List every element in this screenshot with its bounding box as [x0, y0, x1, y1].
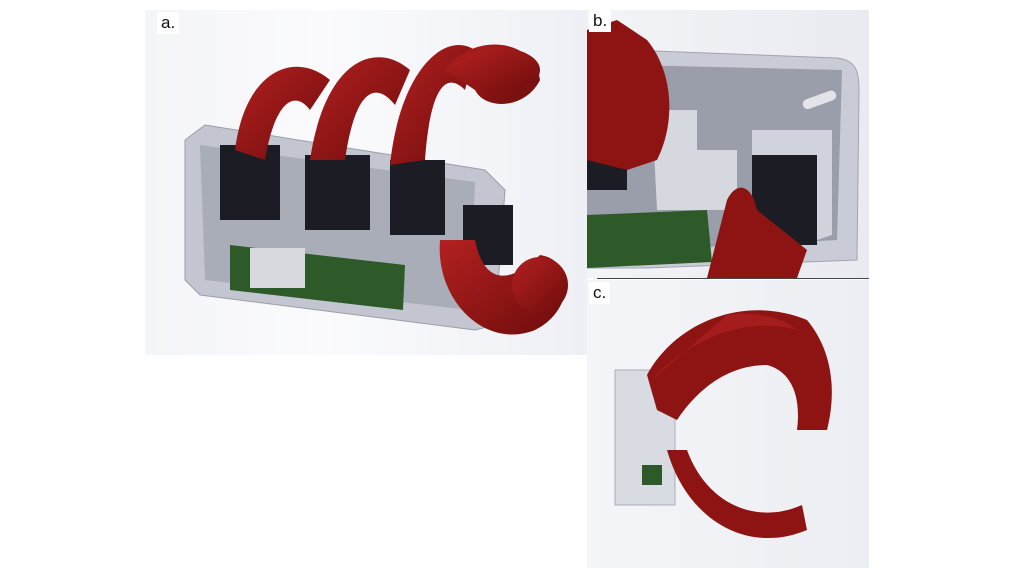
panel-label-c: c. [589, 282, 611, 304]
connector [250, 248, 305, 288]
panel-a-gripper-overview: a. [145, 10, 587, 355]
gripper-render-b [587, 20, 860, 278]
servo-1 [220, 145, 280, 220]
servo-2 [305, 155, 370, 230]
panel-b-housing-detail: b. [587, 10, 869, 278]
fingers [587, 20, 807, 278]
pcb-board [642, 465, 662, 485]
panel-label-b: b. [589, 10, 612, 32]
servo-3 [390, 160, 445, 235]
fingers [647, 310, 832, 539]
gripper-render-a [184, 44, 568, 335]
panel-divider [597, 278, 869, 279]
pcb-board [587, 210, 712, 268]
pin [802, 90, 837, 110]
gripper-render-c [614, 310, 832, 539]
panel-c-side-view: c. [587, 280, 869, 568]
bracket [652, 110, 737, 210]
panel-label-a: a. [157, 12, 180, 34]
fingers [235, 44, 568, 335]
